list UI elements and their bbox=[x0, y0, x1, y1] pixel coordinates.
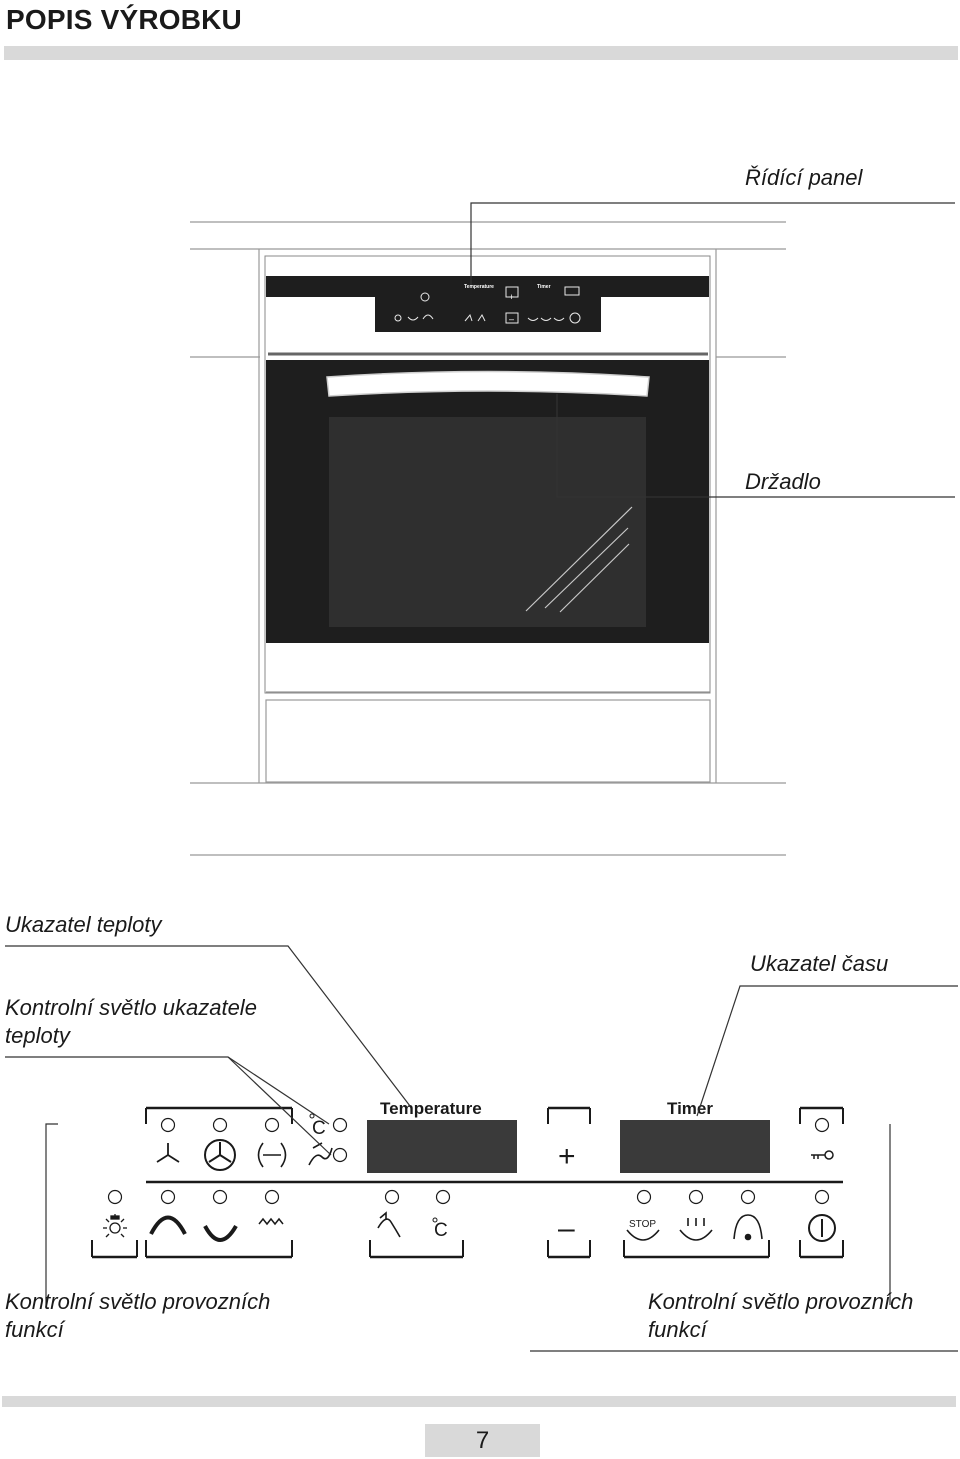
defrost-icon bbox=[308, 1142, 333, 1166]
plus-button: + bbox=[558, 1140, 576, 1173]
indicator-light bbox=[332, 1117, 348, 1133]
indicator-light bbox=[688, 1189, 704, 1205]
oven-frame bbox=[264, 255, 711, 694]
mini-timer-label: Timer bbox=[537, 284, 551, 290]
grill-arrows-icon bbox=[257, 1142, 287, 1168]
indicator-lights-top bbox=[160, 1117, 830, 1163]
timer-display bbox=[620, 1120, 770, 1173]
defrost-arrow-icon bbox=[377, 1211, 401, 1238]
panel-frame bbox=[91, 1106, 844, 1259]
alarm-bell-icon bbox=[733, 1214, 763, 1241]
func-light-right-1: Kontrolní světlo provozních bbox=[648, 1289, 914, 1314]
grill-icon bbox=[258, 1217, 284, 1226]
time-indicator-label: Ukazatel času bbox=[750, 951, 889, 976]
indicator-light bbox=[384, 1189, 400, 1205]
indicator-lights-bottom bbox=[107, 1189, 830, 1205]
stop-time-icon bbox=[626, 1229, 660, 1241]
func-light-left-2: funkcí bbox=[5, 1317, 64, 1342]
handle-label: Držadlo bbox=[745, 469, 821, 494]
temp-light-label-2: teploty bbox=[5, 1023, 70, 1048]
cabinet-outline bbox=[190, 221, 786, 856]
page-number: 7 bbox=[425, 1424, 540, 1457]
page-title: POPIS VÝROBKU bbox=[6, 4, 242, 35]
footer-bar bbox=[2, 1396, 956, 1407]
oven-window bbox=[329, 417, 646, 627]
indicator-light bbox=[740, 1189, 756, 1205]
indicator-light bbox=[160, 1189, 176, 1205]
temp-indicator-label: Ukazatel teploty bbox=[5, 912, 162, 937]
indicator-light bbox=[636, 1189, 652, 1205]
power-icon bbox=[808, 1214, 836, 1242]
func-light-left-1: Kontrolní světlo provozních bbox=[5, 1289, 271, 1314]
bottom-heat-icon bbox=[203, 1224, 238, 1242]
cook-duration-icon bbox=[679, 1218, 713, 1241]
indicator-light bbox=[264, 1117, 280, 1133]
title-bar bbox=[4, 46, 958, 60]
control-panel-label: Řídící panel bbox=[745, 165, 863, 190]
func-light-right-2: funkcí bbox=[648, 1317, 707, 1342]
oven-handle bbox=[326, 370, 650, 397]
fan-circle-icon bbox=[204, 1139, 236, 1171]
degree-symbol bbox=[309, 1113, 315, 1119]
indicator-light bbox=[435, 1189, 451, 1205]
mini-panel-icons bbox=[394, 286, 581, 324]
indicator-light bbox=[107, 1189, 123, 1205]
celsius-bottom: C bbox=[434, 1220, 448, 1241]
top-heat-icon bbox=[149, 1215, 187, 1235]
indicator-light bbox=[212, 1189, 228, 1205]
indicator-light bbox=[814, 1117, 830, 1133]
indicator-light bbox=[332, 1147, 348, 1163]
stop-label: STOP bbox=[629, 1219, 656, 1230]
indicator-light bbox=[264, 1189, 280, 1205]
temperature-display bbox=[367, 1120, 517, 1173]
mini-plus: + bbox=[509, 292, 514, 302]
key-lock-icon bbox=[811, 1150, 834, 1160]
indicator-light bbox=[160, 1117, 176, 1133]
mini-temperature-label: Temperature bbox=[464, 284, 494, 290]
minus-button: – bbox=[558, 1212, 575, 1245]
indicator-light bbox=[212, 1117, 228, 1133]
oven-light-icon bbox=[103, 1214, 127, 1238]
fan-icon bbox=[156, 1143, 180, 1163]
temp-light-label-1: Kontrolní světlo ukazatele bbox=[5, 995, 257, 1020]
temperature-label: Temperature bbox=[380, 1099, 482, 1118]
timer-label: Timer bbox=[667, 1099, 713, 1118]
degree-symbol-bottom bbox=[432, 1217, 438, 1223]
window-glare bbox=[525, 506, 633, 613]
leader-handle bbox=[556, 394, 955, 498]
indicator-light bbox=[814, 1189, 830, 1205]
panel-leaders bbox=[5, 945, 958, 1352]
mini-minus: – bbox=[509, 314, 514, 324]
oven-control-panel bbox=[375, 276, 601, 332]
leader-control-panel bbox=[470, 202, 955, 286]
celsius-top: C bbox=[312, 1118, 326, 1139]
